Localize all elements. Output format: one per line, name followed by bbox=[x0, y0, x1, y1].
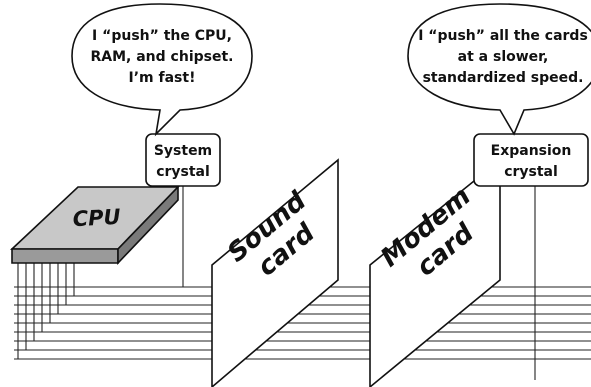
sound-card: Sound card bbox=[211, 158, 339, 387]
expansion-speech-bubble: I “push” all the cards at a slower, stan… bbox=[407, 3, 591, 136]
cpu-pins bbox=[17, 262, 75, 359]
system-bubble-line1: I “push” the CPU, bbox=[92, 28, 232, 44]
bus-lines bbox=[14, 286, 591, 360]
system-bubble-line2: RAM, and chipset. bbox=[91, 49, 234, 65]
system-bubble-line3: I’m fast! bbox=[129, 70, 196, 86]
system-crystal: System crystal bbox=[145, 133, 221, 187]
cpu-label: CPU bbox=[72, 205, 121, 231]
system-crystal-label-line1: System bbox=[154, 143, 212, 159]
system-speech-bubble: I “push” the CPU, RAM, and chipset. I’m … bbox=[71, 3, 253, 137]
cpu-chip: CPU bbox=[9, 185, 180, 265]
expansion-crystal: Expansion crystal bbox=[473, 133, 589, 187]
expansion-bubble-line3: standardized speed. bbox=[423, 70, 584, 86]
system-crystal-label-line2: crystal bbox=[156, 164, 210, 180]
expansion-bubble-line1: I “push” all the cards bbox=[418, 28, 588, 44]
expansion-crystal-label-line1: Expansion bbox=[491, 143, 572, 159]
expansion-crystal-label-line2: crystal bbox=[504, 164, 558, 180]
expansion-bubble-line2: at a slower, bbox=[458, 49, 549, 65]
modem-card: Modem card bbox=[369, 158, 501, 387]
